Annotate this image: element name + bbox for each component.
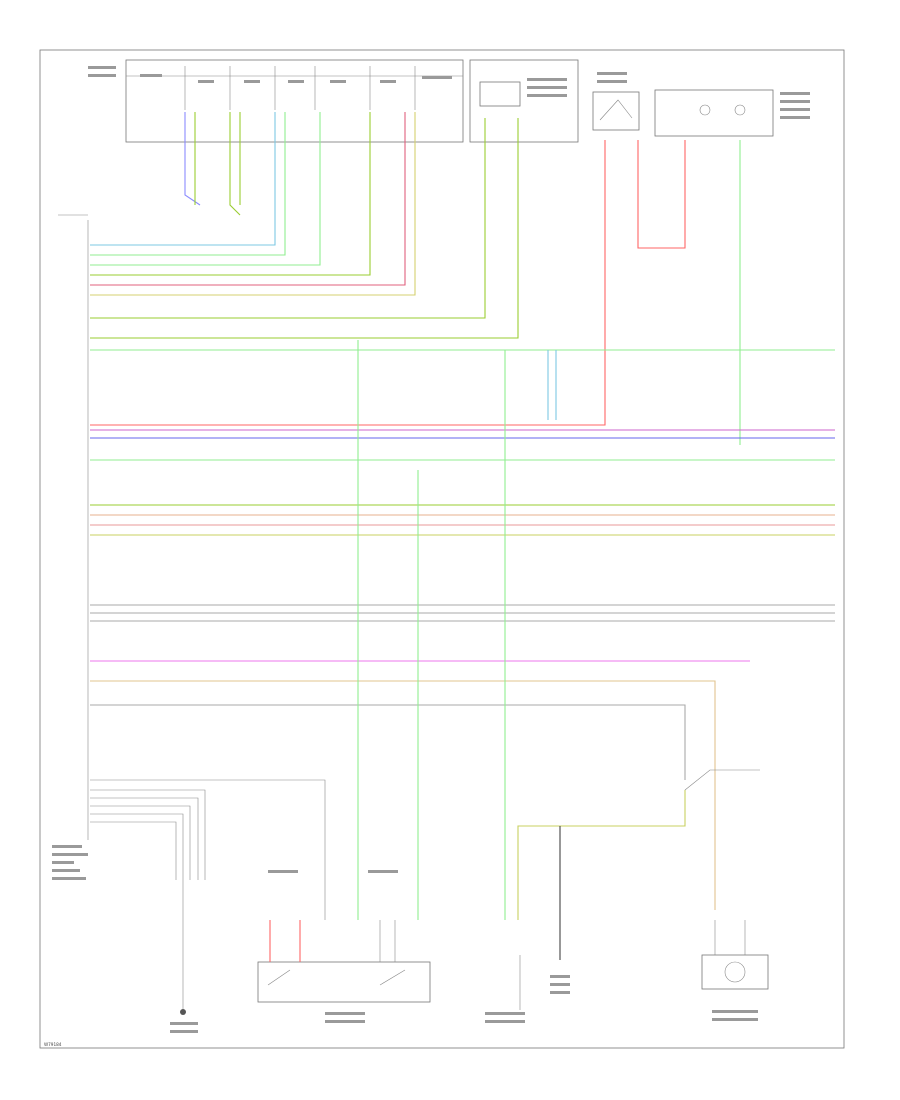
sensor-component: [170, 1009, 198, 1033]
instrument-cluster-box: [654, 89, 810, 137]
brake-wires: [90, 140, 741, 445]
ecu-label: [52, 845, 88, 880]
diagram-border: [39, 49, 845, 1049]
horizontal-wires: [90, 349, 835, 910]
lower-wires: [90, 769, 760, 1010]
brake-switch-box: [592, 72, 640, 131]
fuse-labels: [88, 66, 452, 83]
vertical-drops: [357, 340, 557, 920]
solenoid-motor: [701, 920, 769, 1021]
fuse-relay-box: [125, 59, 464, 143]
ecu-bus-line: [58, 214, 89, 840]
speed-sensor: [485, 955, 525, 1023]
ground-point: [550, 975, 570, 994]
relay-box: [469, 59, 579, 143]
transmission-switch: [257, 870, 431, 1023]
upper-wires: [90, 112, 519, 339]
figure-id: W79184: [44, 1042, 62, 1047]
